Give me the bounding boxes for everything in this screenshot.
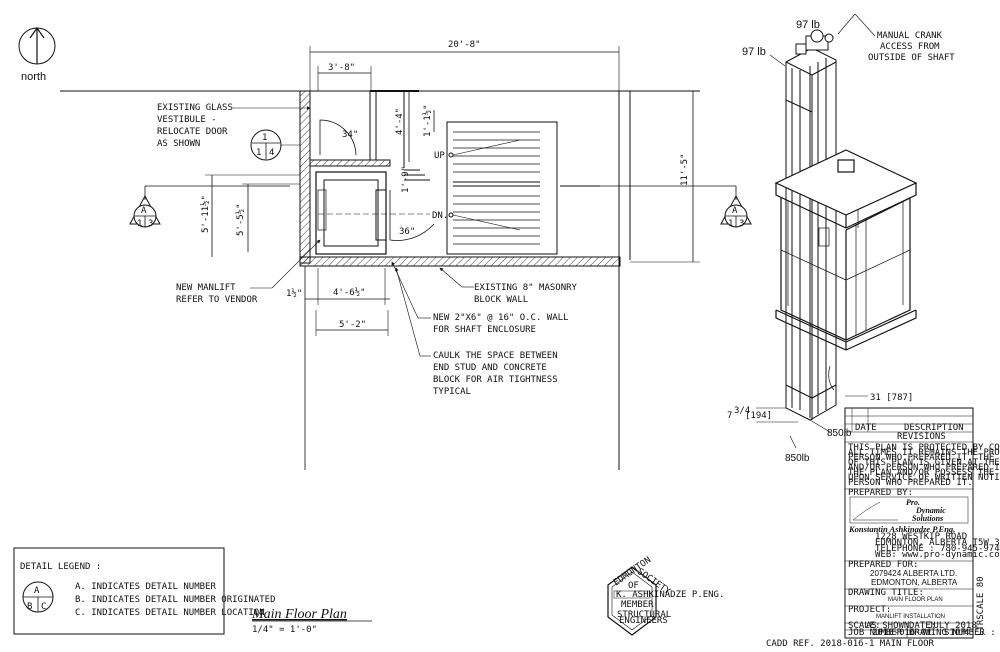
svg-text:A: A <box>732 206 738 216</box>
legend-title: DETAIL LEGEND : <box>20 562 101 572</box>
svg-text:DESCRIPTION: DESCRIPTION <box>904 423 964 433</box>
svg-text:Pro.: Pro. <box>906 498 920 507</box>
svg-text:PREPARED FOR:: PREPARED FOR: <box>848 560 918 570</box>
sheet-number: S1 <box>944 628 955 638</box>
svg-text:A: A <box>141 206 147 216</box>
legend-item-b: B. INDICATES DETAIL NUMBER ORIGINATED <box>75 595 275 605</box>
note-caulk: CAULK THE SPACE BETWEEN END STUD AND CON… <box>433 351 563 397</box>
dim-door-34: 34" <box>342 130 358 140</box>
masonry-wall <box>299 256 621 267</box>
dim-1-half: 1½" <box>286 288 302 299</box>
stairs-up: UP <box>434 151 445 161</box>
project-name: MANLIFT INSTALLATION <box>876 614 945 620</box>
load-top: 97 lb <box>796 19 820 31</box>
section-marker-right: A 1 3 <box>600 185 752 229</box>
svg-text:3/4: 3/4 <box>734 406 750 416</box>
vertical-ref: LTRSCALE 80 <box>976 576 986 636</box>
left-wall <box>299 90 311 264</box>
note-manlift: NEW MANLIFT REFER TO VENDOR <box>176 283 258 305</box>
svg-text:[194]: [194] <box>745 411 772 421</box>
svg-text:PROJECT:: PROJECT: <box>848 605 891 615</box>
stairs-down: DN. <box>432 211 448 221</box>
floor-plan: UP DN. <box>60 90 700 470</box>
svg-text:SCALE:: SCALE: <box>848 621 881 631</box>
plan-scale: 1/4" = 1'-0" <box>252 625 317 635</box>
revisions-label: REVISIONS <box>897 432 946 442</box>
note-glass: EXISTING GLASS VESTIBULE - RELOCATE DOOR… <box>157 103 238 149</box>
note-wall: NEW 2"X6" @ 16" O.C. WALL FOR SHAFT ENCL… <box>433 313 574 335</box>
load-left: 97 lb <box>742 46 766 58</box>
north-label: north <box>21 71 46 83</box>
svg-text:B: B <box>27 602 32 612</box>
dim-4-4: 4'-4" <box>395 108 405 135</box>
engineer-stamp: EDMONTON SOCIETY OF K. ASHKINADZE P.ENG.… <box>607 555 724 636</box>
svg-text:OF: OF <box>955 628 966 638</box>
company-logo: Pro. Dynamic Solutions <box>849 496 969 524</box>
north-arrow: north <box>18 26 56 83</box>
dim-overall: 20'-8" <box>448 40 481 50</box>
svg-text:1: 1 <box>256 148 261 158</box>
svg-text:ENGINEERS: ENGINEERS <box>619 616 668 626</box>
dim-door-36: 36" <box>399 227 415 237</box>
svg-text:DATE: DATE <box>855 423 877 433</box>
job-number: 2018-016-01 <box>872 628 932 638</box>
svg-text:Dynamic: Dynamic <box>915 506 946 515</box>
dim-5-5: 5'-5½" <box>235 203 246 236</box>
copyright-note: THIS PLAN IS PROTECTED BY COPYRIGHT LAW … <box>848 443 1000 488</box>
client-city: EDMONTON, ALBERTA <box>871 578 958 587</box>
svg-text:STRUCTURAL: STRUCTURAL <box>617 610 671 620</box>
svg-text:DATE:: DATE: <box>909 621 936 631</box>
plan-title-block: Main Floor Plan 1/4" = 1'-0" <box>251 607 372 635</box>
svg-text:DRAWING NUMBER :: DRAWING NUMBER : <box>909 628 996 638</box>
plan-notes: EXISTING GLASS VESTIBULE - RELOCATE DOOR… <box>157 103 582 397</box>
svg-text:1: 1 <box>262 133 267 143</box>
section-marker-left: A 1 3 <box>129 185 290 229</box>
manlift-isometric: 97 lb 97 lb MANUAL CRANK ACCESS FROM OUT… <box>727 13 955 464</box>
title-block: DATE DESCRIPTION REVISIONS THIS PLAN IS … <box>766 407 1000 649</box>
svg-text:PREPARED BY:: PREPARED BY: <box>848 488 913 498</box>
engineer-name: Konstantin Ashkinadze P.Eng. <box>848 524 955 534</box>
cadd-ref: CADD REF. 2018-016-1 MAIN FLOOR <box>766 639 935 649</box>
svg-text:1: 1 <box>137 219 142 229</box>
svg-text:3: 3 <box>739 219 744 229</box>
svg-text:4: 4 <box>269 148 274 158</box>
svg-text:1: 1 <box>728 219 733 229</box>
dim-vestibule: 3'-8" <box>328 63 355 73</box>
dim-1-1: 1'-1½" <box>422 104 433 137</box>
load-bottom-right: 850lb <box>827 428 852 439</box>
dim-11-5: 11'-5" <box>680 153 690 186</box>
drawing-title: MAIN FLOOR PLAN <box>888 597 943 603</box>
svg-text:MEMBER: MEMBER <box>621 600 654 610</box>
svg-text:A: A <box>34 586 40 596</box>
date-value: JULY 2018 <box>928 621 977 631</box>
engineer-address: 1228 WESTKIP ROAD EDMONTON, ALBERTA T5W … <box>875 532 1000 560</box>
dim-5-2: 5'-2" <box>339 320 366 330</box>
crank-note: MANUAL CRANK ACCESS FROM OUTSIDE OF SHAF… <box>868 31 955 63</box>
dim-4-6: 4'-6½" <box>333 287 366 298</box>
dim-7: 7 <box>727 411 732 421</box>
legend-item-c: C. INDICATES DETAIL NUMBER LOCATION <box>75 608 265 618</box>
plan-title: Main Floor Plan <box>251 607 347 622</box>
dim-31: 31 [787] <box>870 393 913 403</box>
svg-text:4: 4 <box>964 628 969 638</box>
svg-text:OF: OF <box>628 581 639 591</box>
dim-1-9: 1'-9" <box>401 166 411 193</box>
svg-text:3: 3 <box>148 219 153 229</box>
svg-text:Solutions: Solutions <box>912 514 943 523</box>
svg-text:DRAWING TITLE:: DRAWING TITLE: <box>848 588 924 598</box>
detail-marker: 1 1 4 <box>250 129 300 161</box>
detail-legend: DETAIL LEGEND : A B C A. INDICATES DETAI… <box>13 547 275 635</box>
svg-text:JOB NUMBER :: JOB NUMBER : <box>848 628 913 638</box>
dim-5-11: 5'-11½" <box>200 195 211 233</box>
plan-dimensions: 20'-8" 3'-8" 34" 4'-4" 1'-1½" 1'-9" 36" … <box>200 40 700 336</box>
note-masonry: EXISTING 8" MASONRY BLOCK WALL <box>474 283 582 305</box>
scale-value: AS SHOWN <box>866 621 909 631</box>
stamp-name: K. ASHKINADZE P.ENG. <box>616 590 724 600</box>
legend-item-a: A. INDICATES DETAIL NUMBER <box>75 582 216 592</box>
load-bottom: 850lb <box>785 453 810 464</box>
svg-text:C: C <box>41 602 46 612</box>
client-name: 2079424 ALBERTA LTD. <box>870 569 957 578</box>
